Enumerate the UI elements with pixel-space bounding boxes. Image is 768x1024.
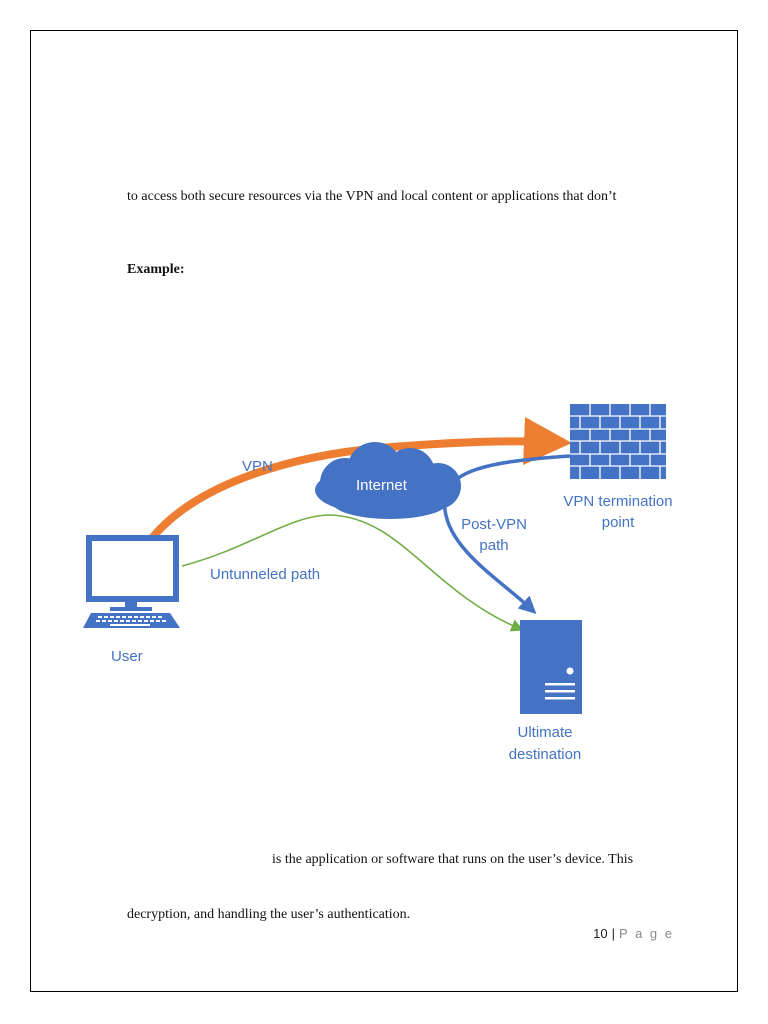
internet-label: Internet xyxy=(356,477,408,494)
computer-icon xyxy=(83,535,180,628)
page-number: 10 xyxy=(593,926,608,941)
post-vpn-label-line1: Post-VPN xyxy=(461,516,527,533)
body-line-3: decryption, and handling the user’s auth… xyxy=(127,907,411,922)
vpn-termination-label-line2: point xyxy=(602,514,635,531)
body-line-2: is the application or software that runs… xyxy=(272,852,634,867)
vpn-label: VPN xyxy=(242,458,273,475)
footer-separator: | xyxy=(611,926,616,941)
vpn-termination-label-line1: VPN termination xyxy=(563,493,672,510)
post-vpn-label-line2: path xyxy=(479,537,508,554)
user-label: User xyxy=(111,648,143,665)
server-icon xyxy=(520,620,582,714)
page-border xyxy=(30,30,738,992)
ultimate-destination-label-line2: destination xyxy=(509,746,582,763)
example-heading: Example: xyxy=(127,262,185,277)
body-line-1: to access both secure resources via the … xyxy=(127,189,617,204)
page-word: P a g e xyxy=(619,926,674,941)
post-vpn-arrow xyxy=(442,454,571,614)
firewall-icon xyxy=(570,404,666,479)
ultimate-destination-label-line1: Ultimate xyxy=(517,724,572,741)
page-footer: 10|P a g e xyxy=(593,926,674,941)
internet-cloud-icon xyxy=(315,442,461,519)
untunneled-path-label: Untunneled path xyxy=(210,566,320,583)
untunneled-path-arrow xyxy=(181,514,524,632)
